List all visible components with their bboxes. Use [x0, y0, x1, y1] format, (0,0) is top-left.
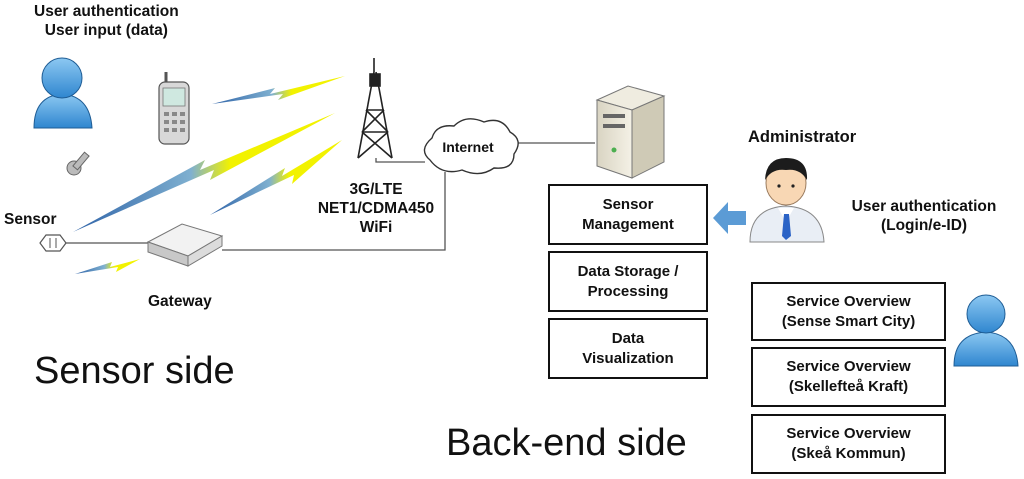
box-line: Management — [582, 215, 674, 233]
arrow-left-icon — [713, 202, 746, 234]
backend-side-title: Back-end side — [446, 422, 687, 464]
network-types-label: 3G/LTE NET1/CDMA450 WiFi — [317, 180, 435, 237]
internet-cloud-icon — [423, 118, 519, 175]
box-line: Service Overview — [786, 358, 911, 375]
key-icon — [66, 151, 90, 176]
wireless-links — [73, 76, 345, 274]
gateway-internet-line — [222, 172, 446, 251]
admin-auth-text: User authentication — [851, 198, 997, 215]
admin-auth-label: User authentication (Login/e-ID) — [836, 197, 1012, 235]
sensor-label: Sensor — [4, 211, 57, 228]
service-overview-kraft-box: Service Overview (Skellefteå Kraft) — [751, 347, 946, 407]
server-icon — [595, 85, 666, 179]
cell-tower-icon — [357, 58, 393, 159]
data-storage-box: Data Storage / Processing — [548, 251, 708, 312]
administrator-icon — [749, 158, 825, 243]
service-overview-kommun-box: Service Overview (Skeå Kommun) — [751, 414, 946, 474]
network-wifi: WiFi — [359, 219, 393, 236]
lightning-bolt — [210, 140, 342, 215]
user-person-icon — [33, 57, 93, 129]
lightning-bolt — [212, 76, 345, 104]
box-line: Data Storage / — [577, 262, 679, 280]
box-line: Sensor — [602, 195, 654, 213]
box-line: Visualization — [582, 349, 674, 367]
sensor-icon — [39, 234, 67, 252]
network-net1-cdma: NET1/CDMA450 — [317, 200, 435, 217]
box-line: (Skeå Kommun) — [791, 445, 906, 462]
user-input-text: User input (data) — [44, 22, 168, 39]
gateway-label: Gateway — [148, 293, 212, 310]
box-line: (Sense Smart City) — [781, 312, 916, 330]
data-visualization-box: Data Visualization — [548, 318, 708, 379]
sensor-management-box: Sensor Management — [548, 184, 708, 245]
lightning-bolt — [73, 113, 335, 232]
sensor-side-title: Sensor side — [34, 350, 235, 392]
box-line: Service Overview — [786, 292, 911, 310]
admin-login-text: (Login/e-ID) — [880, 217, 968, 234]
gateway-icon — [146, 223, 224, 267]
user-auth-text: User authentication — [34, 3, 179, 20]
user-auth-label: User authentication User input (data) — [34, 2, 179, 40]
mobile-phone-icon — [158, 72, 190, 145]
box-line: Data — [611, 329, 645, 347]
service-overview-sense-box: Service Overview (Sense Smart City) — [751, 282, 946, 341]
box-line: (Skellefteå Kraft) — [788, 378, 909, 395]
tower-internet-line — [375, 158, 425, 163]
internet-label: Internet — [442, 139, 494, 155]
administrator-label: Administrator — [748, 128, 857, 146]
service-user-person-icon — [953, 294, 1019, 367]
network-3g-lte: 3G/LTE — [349, 181, 403, 198]
box-line: Processing — [587, 282, 669, 300]
lightning-bolt — [75, 259, 140, 274]
box-line: Service Overview — [786, 425, 911, 442]
